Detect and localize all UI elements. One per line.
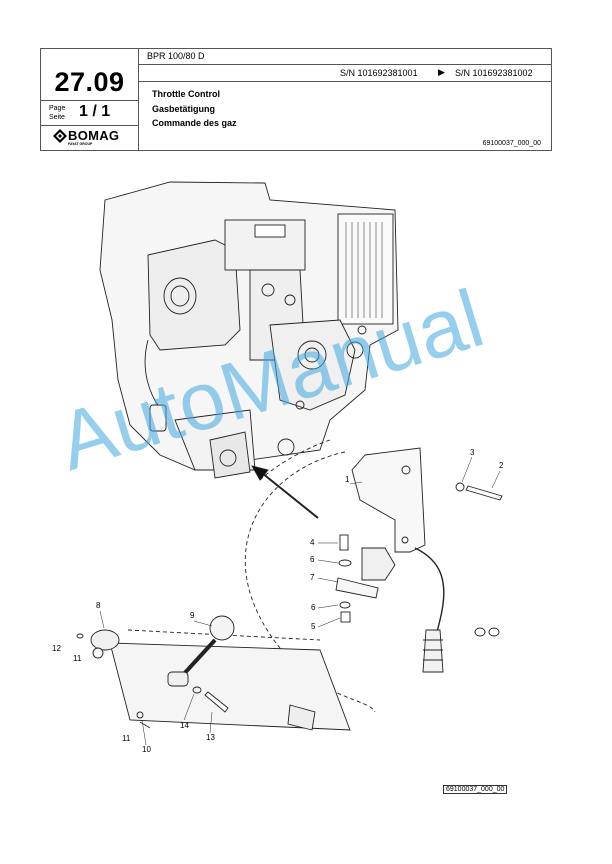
serial-from: S/N 101692381001 [340,68,418,78]
serial-arrow-icon: ▶ [438,67,445,77]
callout-3: 3 [470,448,475,457]
page-number: 27.09 [54,67,125,97]
title-block: Throttle Control Gasbetätigung Commande … [152,87,237,131]
callout-14: 14 [180,721,189,730]
bomag-logo-icon [53,129,67,143]
callout-6a: 6 [310,555,315,564]
callout-8: 8 [96,601,101,610]
callout-4: 4 [310,538,315,547]
callout-12: 12 [52,644,61,653]
callout-11b: 11 [73,654,82,663]
callout-7: 7 [310,573,315,582]
footer-drawing-id: 69100037_000_00 [443,785,508,794]
logo-subtext: FAYAT GROUP [68,142,93,146]
callout-9: 9 [190,611,195,620]
callout-11a: 11 [122,734,131,743]
title-fr: Commande des gaz [152,118,237,128]
model-row: BPR 100/80 D [138,49,551,65]
title-en: Throttle Control [152,89,220,99]
callout-13: 13 [206,733,215,742]
callout-10: 10 [142,745,151,754]
page-label: Page Seite [49,105,66,121]
callout-1: 1 [345,475,350,484]
header-box: 27.09 Page Seite 1 / 1 BOMAG FAYAT GROUP… [40,48,552,151]
serial-to: S/N 101692381002 [455,68,533,78]
page-number-cell: 27.09 Page Seite 1 / 1 BOMAG FAYAT GROUP [41,49,139,150]
logo-text: BOMAG [68,128,120,143]
serial-row: S/N 101692381001 ▶ S/N 101692381002 [138,65,551,82]
callout-6b: 6 [311,603,316,612]
title-de: Gasbetätigung [152,103,216,114]
callout-2: 2 [499,461,504,470]
callout-5: 5 [311,622,316,631]
model-name: BPR 100/80 D [147,51,205,61]
page-value: 1 / 1 [79,103,111,120]
drawing-id: 69100037_000_00 [482,140,541,147]
